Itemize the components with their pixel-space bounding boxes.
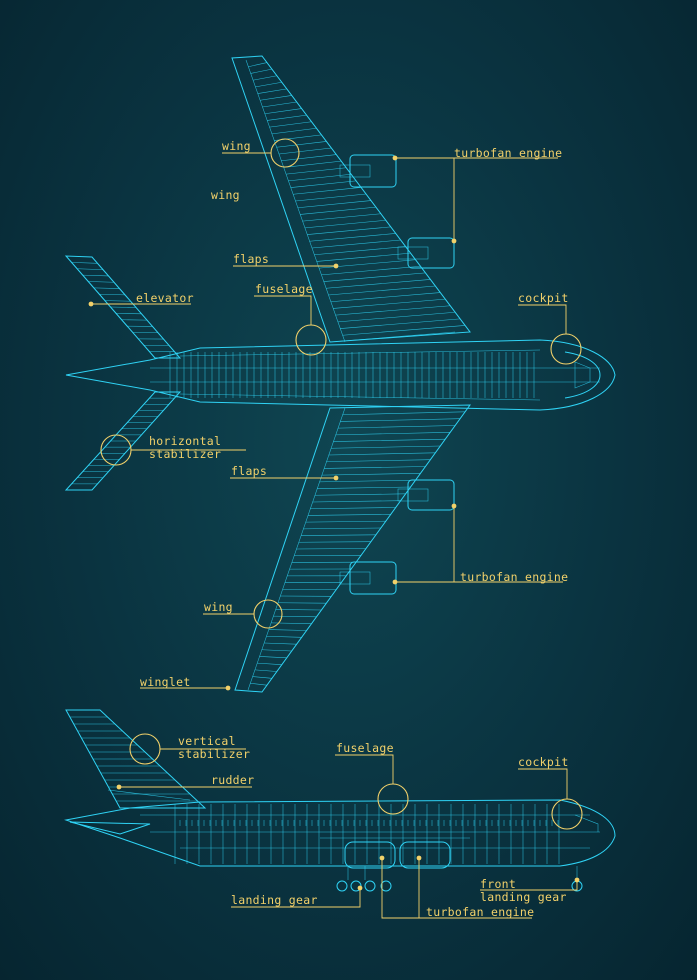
top-lower-wing bbox=[234, 404, 471, 693]
top-engines bbox=[339, 154, 455, 595]
label-cockpit-side: cockpit bbox=[518, 755, 569, 769]
side-view-drawing bbox=[64, 709, 616, 892]
label-horizontal-stabilizer-line2: stabilizer bbox=[149, 447, 222, 461]
label-vertical-stabilizer: vertical stabilizer bbox=[178, 735, 250, 761]
label-wing-upper: wing bbox=[222, 139, 251, 153]
label-turbofan-engine-lower: turbofan engine bbox=[460, 570, 569, 584]
label-front-landing-gear-line1: front bbox=[480, 877, 517, 891]
label-rudder: rudder bbox=[211, 773, 255, 787]
side-engines bbox=[320, 837, 470, 869]
label-vertical-stabilizer-line2: stabilizer bbox=[178, 747, 251, 761]
top-fuselage bbox=[65, 339, 616, 411]
top-view-drawing bbox=[64, 55, 616, 693]
label-horizontal-stabilizer: horizontal stabilizer bbox=[149, 435, 221, 461]
label-fuselage-side: fuselage bbox=[336, 741, 394, 755]
annotation-leaders bbox=[88, 138, 583, 919]
label-flaps-upper: flaps bbox=[233, 252, 270, 266]
label-wing-extra: wing bbox=[211, 188, 240, 202]
label-front-landing-gear-line2: landing gear bbox=[480, 890, 567, 904]
label-cockpit-top: cockpit bbox=[518, 291, 569, 305]
label-landing-gear: landing gear bbox=[231, 893, 318, 907]
label-wing-lower: wing bbox=[204, 600, 233, 614]
label-fuselage-top: fuselage bbox=[255, 282, 313, 296]
label-turbofan-engine-upper: turbofan engine bbox=[454, 146, 563, 160]
label-horizontal-stabilizer-line1: horizontal bbox=[149, 434, 222, 448]
label-winglet: winglet bbox=[140, 675, 191, 689]
label-front-landing-gear: front landing gear bbox=[480, 878, 567, 904]
top-upper-wing bbox=[231, 55, 471, 343]
label-turbofan-engine-side: turbofan engine bbox=[426, 905, 535, 919]
label-flaps-lower: flaps bbox=[231, 464, 268, 478]
side-vertical-stabilizer bbox=[65, 709, 207, 809]
top-horizontal-stabilizers bbox=[64, 255, 182, 491]
label-elevator: elevator bbox=[136, 291, 194, 305]
label-vertical-stabilizer-line1: vertical bbox=[178, 734, 236, 748]
side-fuselage bbox=[64, 799, 616, 867]
